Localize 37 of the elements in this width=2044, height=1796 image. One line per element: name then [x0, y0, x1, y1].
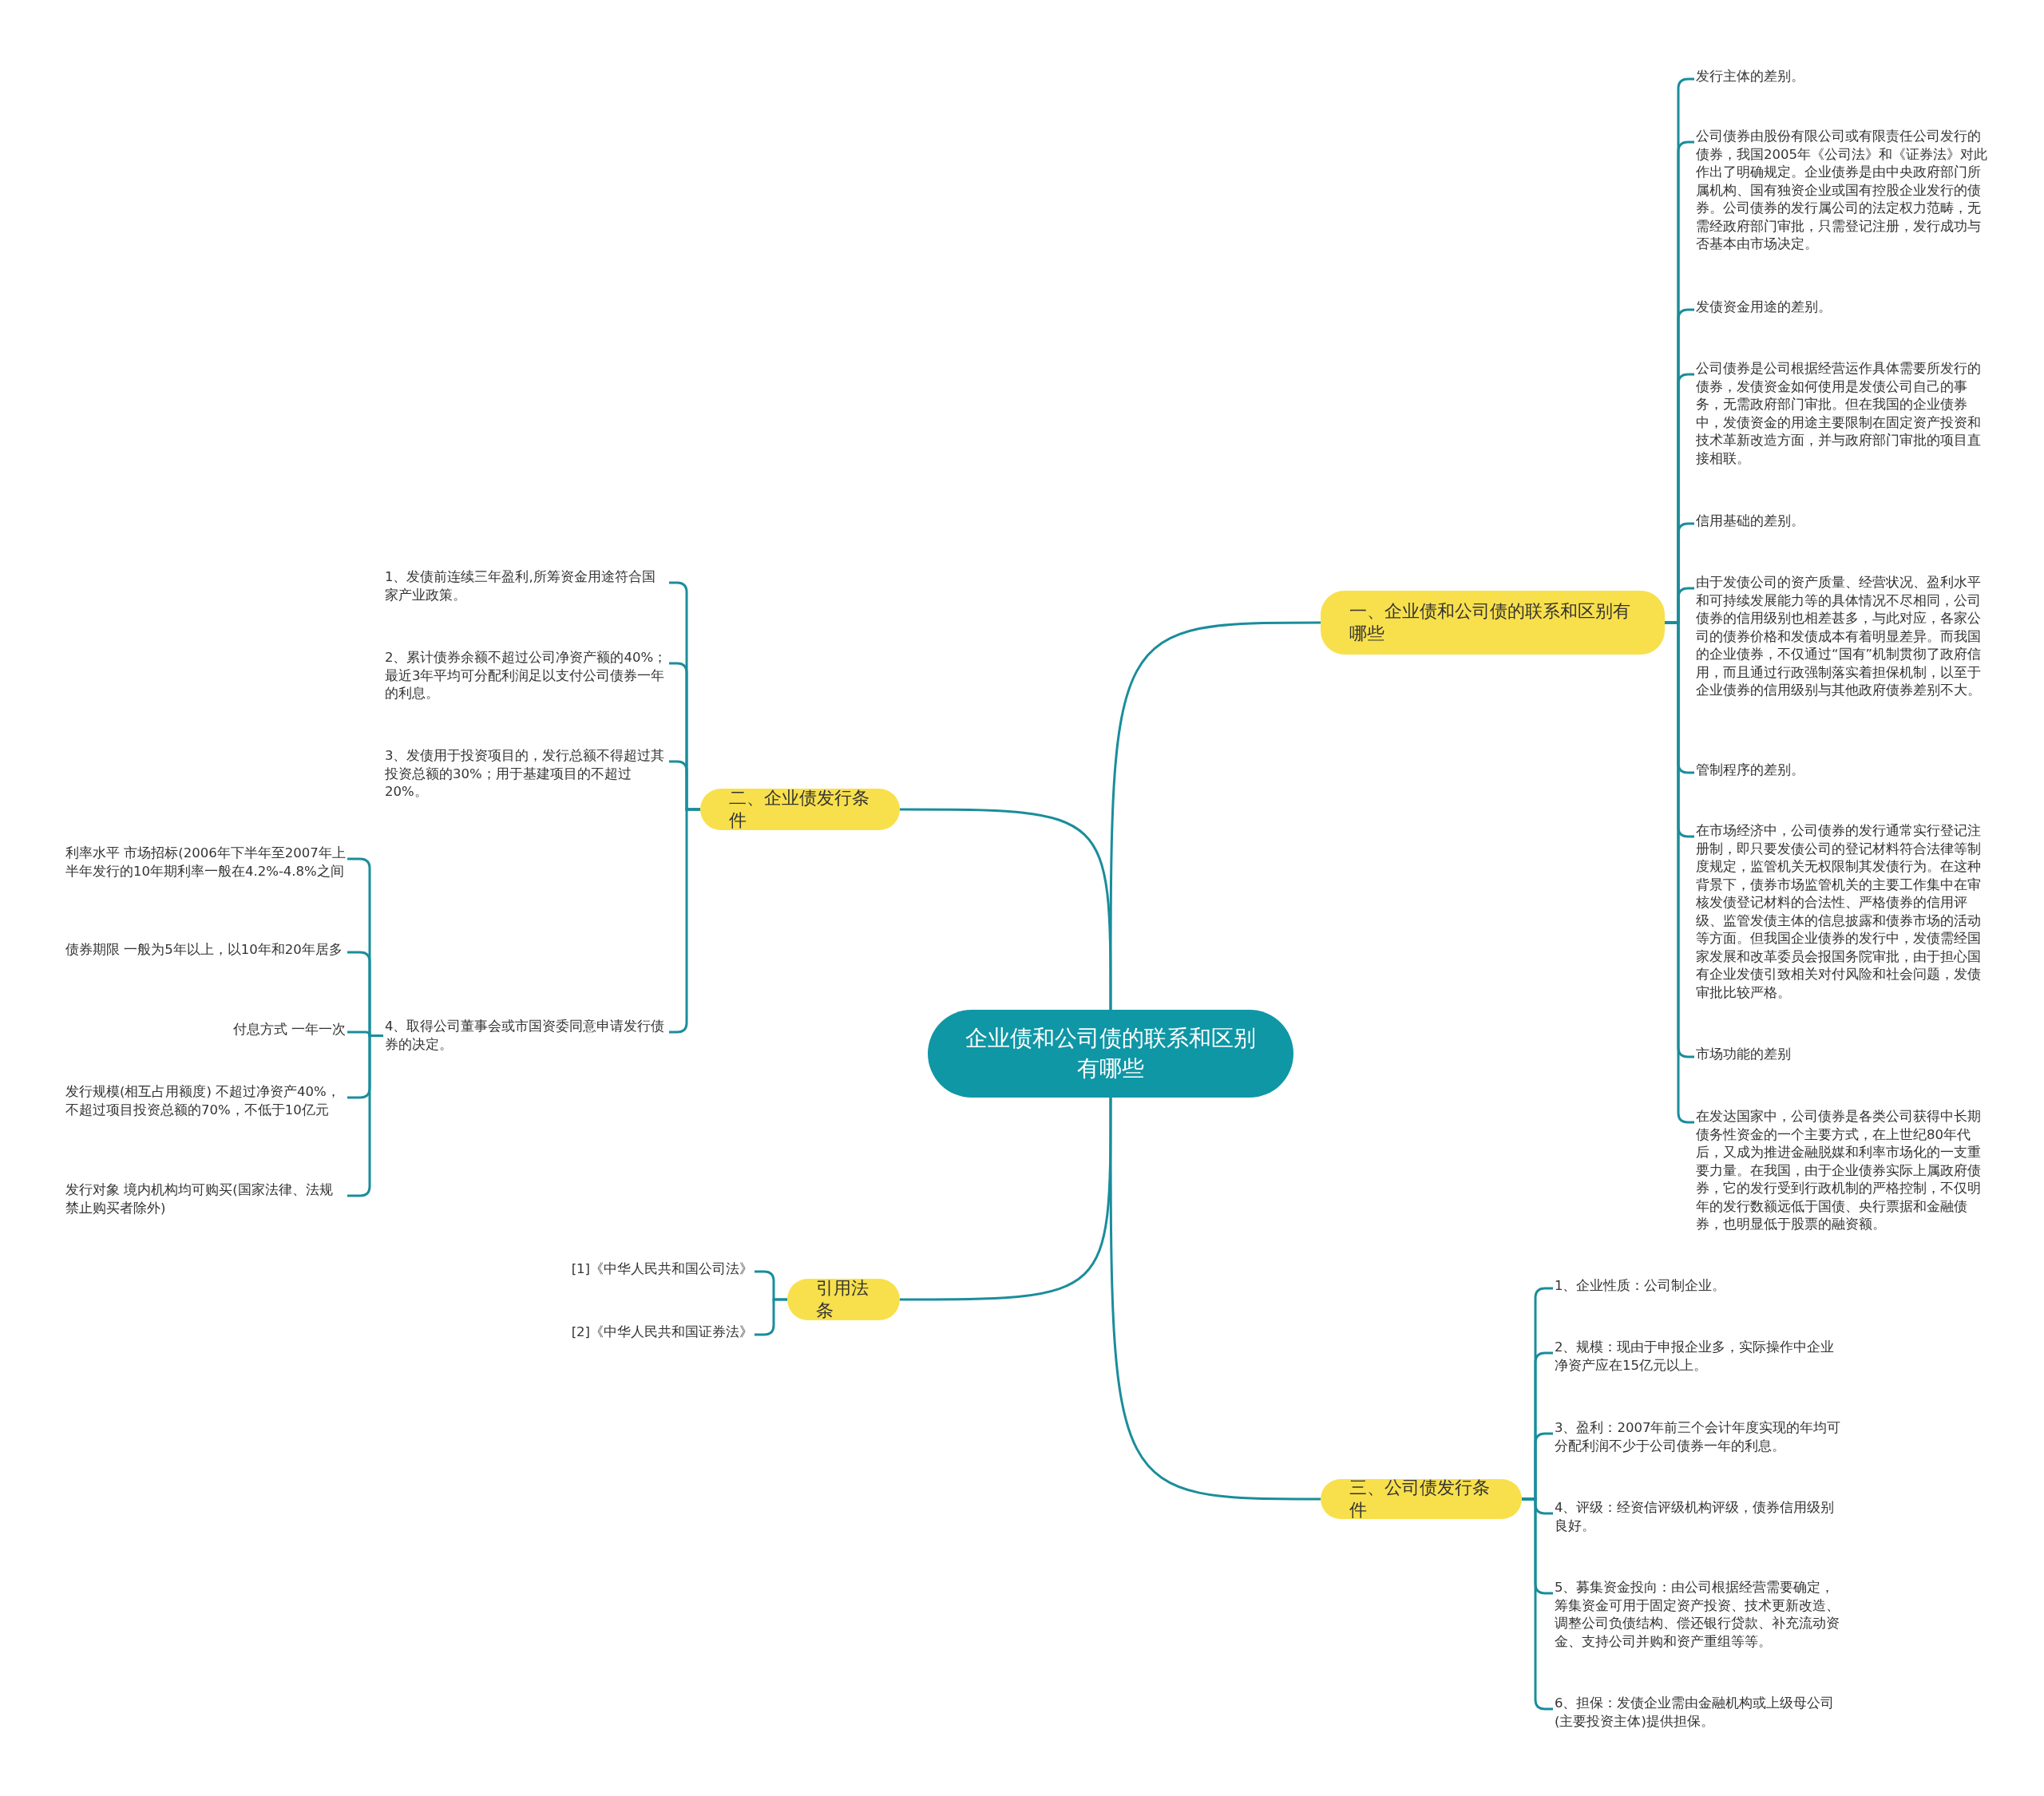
- subtopic-text: 付息方式 一年一次: [64, 1021, 347, 1039]
- subtopic-text: 发行规模(相互占用额度) 不超过净资产40%，不超过项目投资总额的70%，不低于10亿元: [64, 1083, 347, 1119]
- connector-line: [1109, 1098, 1321, 1501]
- subtopic-text: 在发达国家中，公司债券是各类公司获得中长期债务性资金的一个主要方式，在上世纪80年代后，又成为推进金融脱媒和利率市场化的一支重要力量。在我国，由于企业债券实际上属政府债券，它的发行受到行政机制的严格控制，不仅明年的发行数额远低于国债、央行票据和金融债券，也明显低于股票的融资额。: [1694, 1108, 1990, 1234]
- subtopic-text: 公司债券由股份有限公司或有限责任公司发行的债券，我国2005年《公司法》和《证券法》对此作出了明确规定。企业债券是由中央政府部门所属机构、国有独资企业或国有控股企业发行的债券。公司债券的发行属公司的法定权力范畴，无需经政府部门审批，只需登记注册，发行成功与否基本由市场决定。: [1694, 128, 1990, 254]
- subtopic-text: 3、盈利：2007年前三个会计年度实现的年均可分配利润不少于公司债券一年的利息。: [1553, 1419, 1848, 1455]
- subtopic-text: 4、评级：经资信评级机构评级，债券信用级别良好。: [1553, 1499, 1848, 1535]
- subtopic-text: 发行主体的差别。: [1694, 68, 1990, 86]
- subtopic-text: 利率水平 市场招标(2006年下半年至2007年上半年发行的10年期利率一般在4.2%-4.8%之间: [64, 845, 347, 880]
- subtopic-text: [2]《中华人民共和国证券法》: [511, 1323, 755, 1342]
- subtopic-text: 管制程序的差别。: [1694, 762, 1990, 780]
- connector-line: [1109, 621, 1321, 1010]
- central-topic: 企业债和公司债的联系和区别有哪些: [928, 1010, 1293, 1098]
- subtopic-text: 发行对象 境内机构均可购买(国家法律、法规禁止购买者除外): [64, 1181, 347, 1217]
- subtopic-text: 5、募集资金投向：由公司根据经营需要确定，筹集资金可用于固定资产投资、技术更新改造、调整公司负债结构、偿还银行贷款、补充流动资金、支持公司并购和资产重组等等。: [1553, 1579, 1848, 1651]
- topic-pill: 二、企业债发行条件: [700, 789, 900, 830]
- topic-pill: 引用法条: [787, 1279, 900, 1320]
- subtopic-text: 信用基础的差别。: [1694, 512, 1990, 531]
- subtopic-text: [1]《中华人民共和国公司法》: [511, 1260, 755, 1279]
- subtopic-text: 3、发债用于投资项目的，发行总额不得超过其投资总额的30%；用于基建项目的不超过20%。: [383, 747, 669, 801]
- subtopic-text: 债券期限 一般为5年以上，以10年和20年居多: [64, 941, 347, 959]
- connector-line: [755, 1298, 787, 1336]
- subtopic-text: 1、发债前连续三年盈利,所筹资金用途符合国家产业政策。: [383, 568, 669, 604]
- subtopic-text: 2、规模：现由于申报企业多，实际操作中企业净资产应在15亿元以上。: [1553, 1339, 1848, 1375]
- subtopic-text: 1、企业性质：公司制企业。: [1553, 1277, 1848, 1296]
- subtopic-text: 公司债券是公司根据经营运作具体需要所发行的债券，发债资金如何使用是发债公司自己的事务，无需政府部门审批。但在我国的企业债券中，发债资金的用途主要限制在固定资产投资和技术革新改造方面，并与政府部门审批的项目直接相联。: [1694, 360, 1990, 468]
- subtopic-text: 发债资金用途的差别。: [1694, 299, 1990, 317]
- subtopic-text: 在市场经济中，公司债券的发行通常实行登记注册制，即只要发债公司的登记材料符合法律等制度规定，监管机关无权限制其发债行为。在这种背景下，债券市场监管机关的主要工作集中在审核发债登记材料的合法性、严格债券的信用评级、监管发债主体的信息披露和债券市场的活动等方面。但我国企业债券的发行中，发债需经国家发展和改革委员会报国务院审批，由于担心国有企业发债引致相关对付风险和社会问题，发债审批比较严格。: [1694, 822, 1990, 1002]
- topic-pill: 一、企业债和公司债的联系和区别有哪些: [1321, 591, 1665, 655]
- subtopic-text: 由于发债公司的资产质量、经营状况、盈利水平和可持续发展能力等的具体情况不尽相同，公司债券的信用级别也相差甚多，与此对应，各家公司的债券价格和发债成本有着明显差异。而我国的企业债券，不仅通过“国有”机制贯彻了政府信用，而且通过行政强制落实着担保机制，以至于企业债券的信用级别与其他政府债券差别不大。: [1694, 574, 1990, 700]
- subtopic-text: 市场功能的差别: [1694, 1046, 1990, 1064]
- subtopic-text: 2、累计债券余额不超过公司净资产额的40%；最近3年平均可分配利润足以支付公司债券一年的利息。: [383, 649, 669, 703]
- subtopic-text: 4、取得公司董事会或市国资委同意申请发行债券的决定。: [383, 1018, 669, 1054]
- connector-line: [900, 808, 1112, 1010]
- topic-pill: 三、公司债发行条件: [1321, 1479, 1522, 1519]
- connector-line: [900, 1098, 1112, 1301]
- subtopic-text: 6、担保：发债企业需由金融机构或上级母公司(主要投资主体)提供担保。: [1553, 1695, 1848, 1731]
